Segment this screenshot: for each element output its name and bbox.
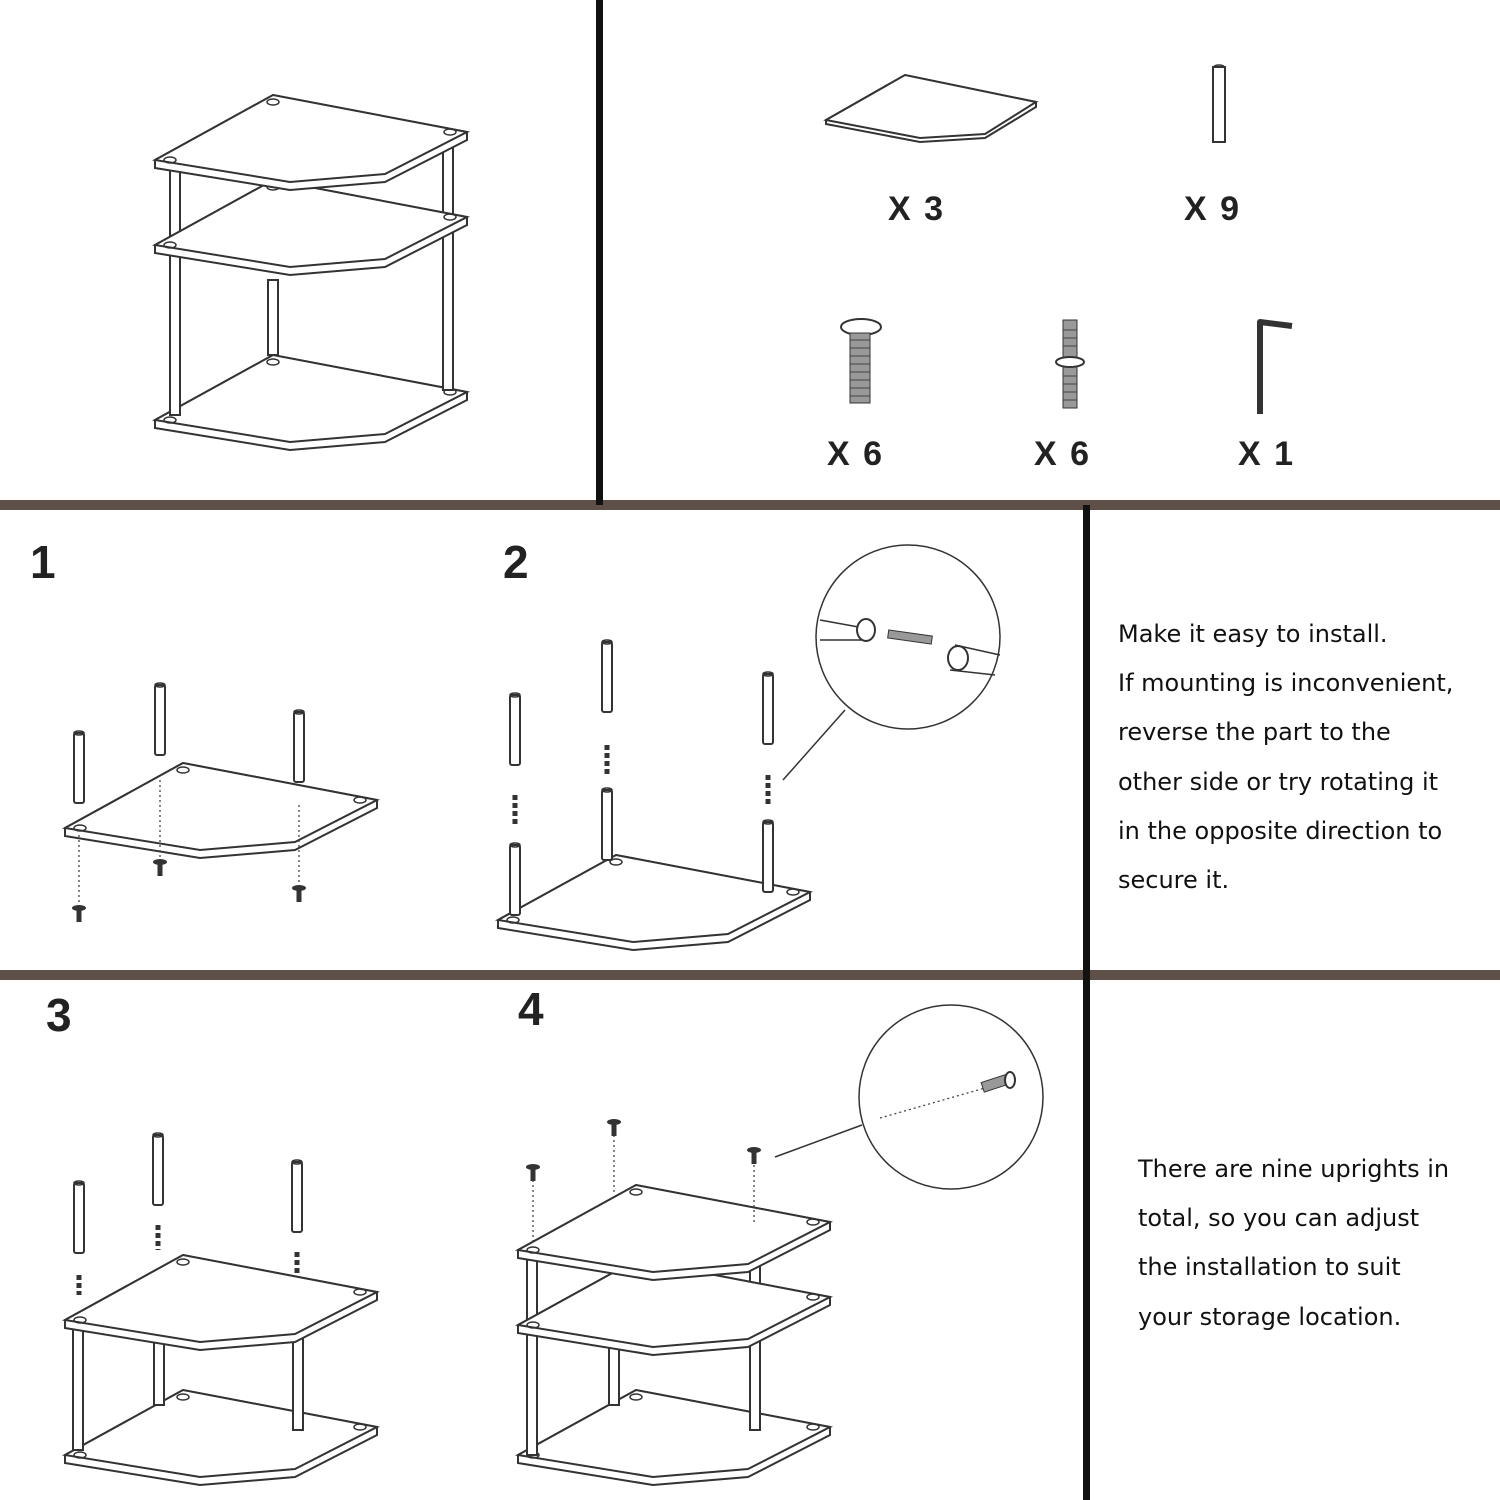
panel-part-icon (823, 73, 1039, 144)
install-tip-line: reverse the part to the (1118, 718, 1391, 747)
install-tip-line: in the opposite direction to (1118, 816, 1443, 845)
install-tip-line: If mounting is inconvenient, (1118, 669, 1454, 698)
uprights-tip-line: your storage location. (1138, 1302, 1402, 1331)
double-stud-part-icon (1055, 319, 1085, 409)
install-tip-line: other side or try rotating it (1118, 767, 1439, 796)
assembled-shelf-overview (154, 94, 468, 451)
stud-quantity: X 6 (1034, 435, 1092, 473)
step-3-diagram (64, 1132, 378, 1486)
install-tip-line: Make it easy to install. (1118, 620, 1388, 648)
upright-part-icon (1212, 64, 1226, 143)
divider-horizontal-top (0, 500, 1500, 510)
step-number-2: 2 (503, 536, 529, 588)
uprights-tip-line: the installation to suit (1138, 1253, 1401, 1282)
step-number-4: 4 (518, 983, 544, 1035)
divider-vertical-bottom (1083, 505, 1090, 1500)
screw-part-icon (840, 318, 882, 404)
panel-quantity: X 3 (888, 190, 946, 228)
uprights-tip-text: There are nine uprights in total, so you… (1138, 1145, 1449, 1342)
allen-key-quantity: X 1 (1238, 435, 1296, 473)
step-number-3: 3 (46, 989, 72, 1041)
detail-magnifier-circle (858, 1004, 1044, 1190)
step-1-diagram (64, 682, 378, 922)
screw-quantity: X 6 (827, 435, 885, 473)
upright-quantity: X 9 (1184, 190, 1242, 228)
step-2-diagram (497, 544, 1001, 951)
divider-horizontal-middle (0, 970, 1500, 980)
step-number-1: 1 (30, 536, 56, 588)
detail-magnifier-circle (815, 544, 1001, 730)
install-tip-line: secure it. (1118, 866, 1230, 895)
uprights-tip-line: There are nine uprights in (1138, 1155, 1450, 1183)
uprights-tip-line: total, so you can adjust (1138, 1204, 1420, 1233)
install-tip-text: Make it easy to install. If mounting is … (1118, 610, 1453, 905)
divider-vertical-top (596, 0, 603, 505)
step-4-diagram (517, 1004, 1044, 1486)
allen-key-part-icon (1257, 319, 1293, 414)
